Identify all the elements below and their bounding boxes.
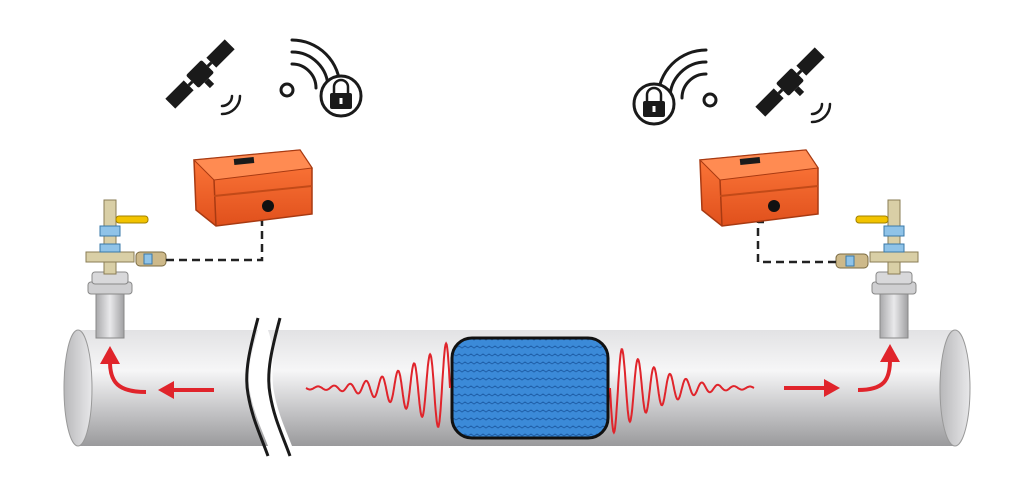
case-lid — [192, 149, 313, 181]
valve-body — [103, 199, 117, 275]
case-port — [768, 200, 780, 212]
valve-fitting — [99, 243, 121, 253]
case-port — [262, 200, 274, 212]
valve-cross — [85, 251, 135, 263]
flow-arrows-right — [784, 344, 900, 397]
flow-arrows-left — [100, 346, 214, 399]
signal-wave-left — [305, 341, 451, 428]
case-seam — [719, 185, 819, 197]
secure-wifi-icon — [279, 38, 363, 118]
pipe-segment-right — [268, 330, 955, 446]
case-lid — [698, 149, 819, 181]
case-label — [233, 156, 255, 166]
valve-handle — [855, 215, 889, 224]
pipe-break-line — [267, 317, 292, 457]
sensor-cable-left — [166, 218, 264, 262]
pipe-end-left — [63, 329, 93, 447]
sensor-cable-right — [756, 220, 836, 264]
valve-assembly-left — [85, 199, 167, 339]
signal-wave-right — [609, 348, 755, 435]
case-label — [739, 156, 761, 166]
satellite-signal-icon — [220, 94, 242, 116]
riser-pipe — [879, 287, 909, 339]
case-edge — [719, 179, 723, 227]
logger-case-left — [192, 149, 313, 227]
satellite-signal-icon — [810, 102, 832, 124]
valve-cross — [869, 251, 919, 263]
riser-pipe — [95, 287, 125, 339]
pipe-end-right — [939, 329, 971, 447]
secure-wifi-icon — [632, 48, 718, 126]
arrowhead — [824, 379, 840, 397]
arrowhead — [158, 381, 174, 399]
valve-fitting — [143, 253, 153, 265]
case-seam — [213, 185, 313, 197]
pipe-break-line — [245, 317, 270, 457]
valve-handle — [115, 215, 149, 224]
valve-fitting — [845, 255, 855, 267]
leak-zone — [450, 336, 610, 440]
arrowhead — [100, 346, 120, 364]
valve-fitting — [99, 225, 121, 237]
satellite-icon — [755, 47, 825, 117]
arrowhead — [880, 344, 900, 362]
valve-assembly-right — [835, 199, 919, 339]
case-edge — [213, 179, 217, 227]
valve-fitting — [883, 243, 905, 253]
logger-case-right — [698, 149, 819, 227]
valve-fitting — [883, 225, 905, 237]
valve-body — [887, 199, 901, 275]
satellite-icon — [165, 39, 235, 109]
flow-arrow-up — [857, 359, 892, 392]
flow-arrow-up — [108, 361, 147, 394]
